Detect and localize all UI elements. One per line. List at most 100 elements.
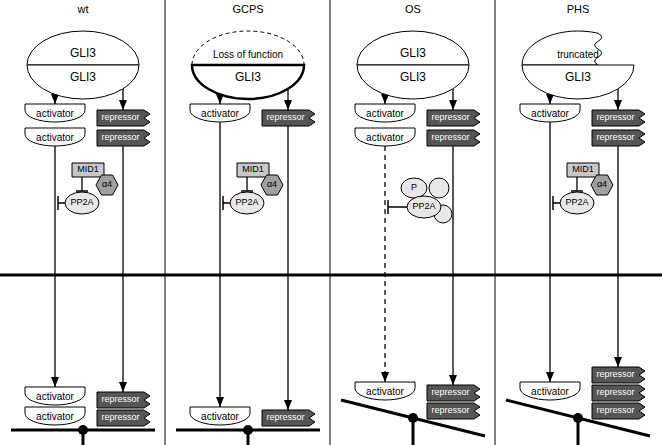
node-text: repressor	[596, 113, 634, 123]
connector-path	[287, 89, 288, 110]
connector	[550, 94, 551, 104]
node-text: GLI3	[565, 71, 591, 84]
activator-shape: activator	[25, 407, 85, 425]
gli3-allele: GLI3	[27, 31, 139, 65]
connector	[618, 89, 619, 110]
node-text: activator	[201, 411, 239, 422]
connector	[241, 177, 253, 191]
connector	[288, 89, 289, 110]
repressor-shape-path	[427, 385, 480, 401]
membrane-line	[0, 274, 662, 277]
gli3-allele: GLI3	[27, 65, 139, 99]
node-text: MID1	[242, 165, 264, 175]
gli3-allele-path	[357, 31, 469, 65]
activator-shape-path	[355, 128, 415, 146]
repressor-shape: repressor	[427, 385, 480, 401]
column-label: GCPS	[232, 3, 263, 15]
column-divider	[330, 0, 331, 445]
activator-shape: activator	[355, 104, 415, 122]
activator-shape-path	[25, 128, 85, 146]
connector-path	[617, 89, 618, 110]
repressor-shape: repressor	[97, 410, 150, 426]
repressor-shape: repressor	[97, 110, 150, 126]
activator-shape: activator	[520, 104, 580, 122]
column-label: wt	[78, 3, 89, 15]
mid1-box: MID1	[72, 163, 104, 177]
connector	[453, 89, 454, 110]
activator-shape-path	[355, 104, 415, 122]
node-text: repressor	[596, 388, 634, 398]
node-text: repressor	[596, 133, 634, 143]
node-text: repressor	[431, 113, 469, 123]
connector-path	[549, 94, 550, 104]
gli3-allele-path	[27, 31, 139, 65]
connector-path	[384, 94, 385, 104]
node-text: α4	[102, 180, 112, 190]
repressor-shape: repressor	[427, 130, 480, 146]
node-text: PP2A	[412, 202, 435, 212]
connector-path	[122, 146, 123, 392]
node-text: Loss of function	[213, 49, 283, 60]
node-text: activator	[366, 108, 404, 119]
node-text: repressor	[101, 413, 139, 423]
connector	[571, 177, 583, 191]
gli3-allele: GLI3	[357, 65, 469, 99]
node-text: P	[411, 183, 417, 193]
column-label: PHS	[567, 3, 590, 15]
activator-shape: activator	[190, 104, 250, 122]
connector	[55, 146, 56, 387]
mid1-box: MID1	[567, 163, 599, 177]
node-text: activator	[531, 108, 569, 119]
connector	[55, 94, 56, 104]
pp2a-circle-path	[407, 196, 441, 218]
connector-path	[576, 177, 577, 191]
repressor-shape: repressor	[592, 110, 645, 126]
repressor-shape: repressor	[592, 367, 645, 383]
repressor-shape-path	[97, 110, 150, 126]
pp2a-circle: PP2A	[65, 192, 99, 214]
connector-path	[452, 146, 453, 385]
repressor-shape: repressor	[262, 410, 315, 426]
node-text: repressor	[431, 133, 469, 143]
connector	[76, 177, 88, 191]
connector	[385, 146, 386, 382]
column-label: OS	[405, 3, 421, 15]
node-text: activator	[201, 108, 239, 119]
connector	[288, 126, 289, 410]
connector-path	[617, 146, 618, 367]
repressor-shape: repressor	[97, 392, 150, 408]
gli3-allele-path	[357, 65, 469, 99]
pp2a-circle: PP2A	[230, 192, 264, 214]
pp2a-circle	[429, 178, 449, 198]
node-text: activator	[531, 386, 569, 397]
repressor-shape-path	[427, 130, 480, 146]
alpha4-hexagon: α4	[96, 175, 118, 195]
alpha4-hexagon: α4	[261, 175, 283, 195]
node-text: GLI3	[400, 47, 426, 60]
alpha4-hexagon-path	[591, 175, 613, 195]
connector	[618, 146, 619, 367]
repressor-shape-path	[592, 385, 645, 401]
pp2a-circle-path	[230, 192, 264, 214]
pp2a-circle: P	[401, 178, 427, 198]
activator-shape: activator	[25, 104, 85, 122]
gli3-allele: GLI3	[522, 65, 634, 99]
node-text: MID1	[77, 165, 99, 175]
gli3-allele: GLI3	[192, 65, 304, 99]
activator-shape: activator	[25, 387, 85, 405]
gli3-allele: Loss of function	[192, 31, 304, 65]
mid1-box-path	[72, 163, 104, 177]
fulcrum	[243, 425, 253, 435]
connector	[385, 94, 386, 104]
activator-shape-path	[25, 387, 85, 405]
inhibition-line	[223, 196, 230, 210]
repressor-shape: repressor	[427, 403, 480, 419]
pp2a-circle-path	[65, 192, 99, 214]
activator-shape: activator	[520, 382, 580, 400]
connector-path	[452, 89, 453, 110]
inhibition-line	[388, 200, 407, 214]
connector	[550, 122, 551, 382]
fulcrum	[408, 413, 418, 423]
repressor-shape-path	[427, 110, 480, 126]
connector	[123, 146, 124, 392]
